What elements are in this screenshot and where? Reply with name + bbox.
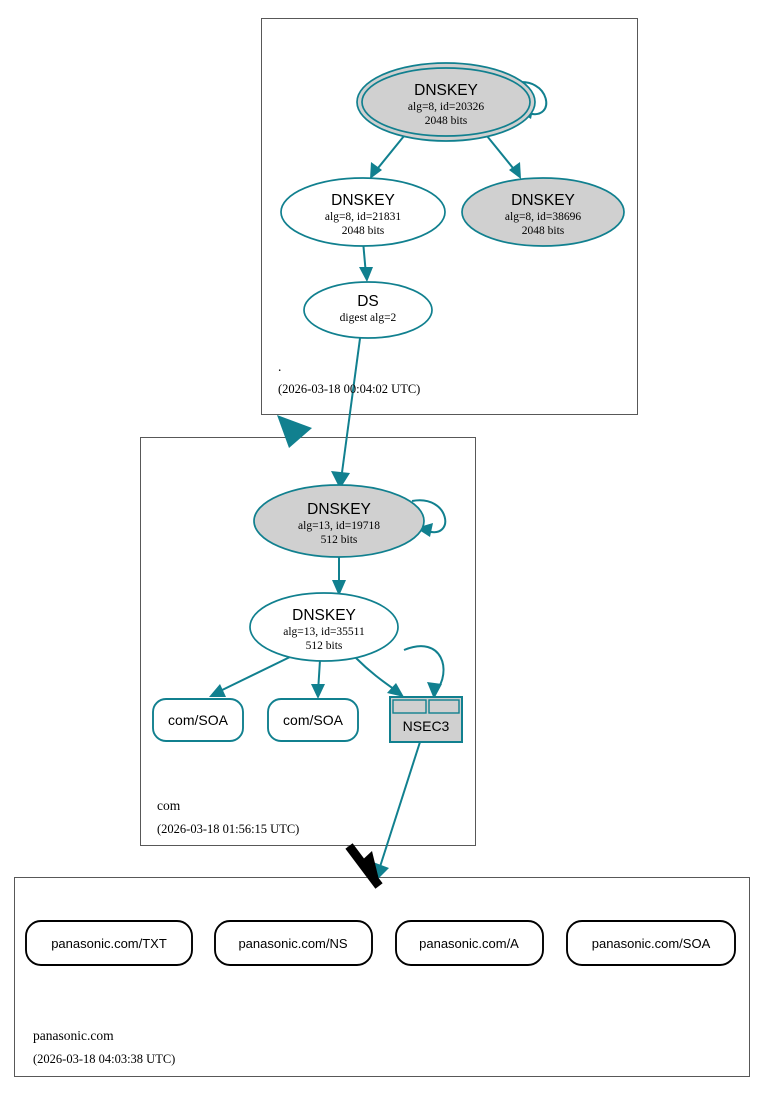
node-size: 512 bits bbox=[321, 534, 358, 546]
edge-ds-to-com-ksk bbox=[331, 330, 362, 489]
rrset-label: panasonic.com/NS bbox=[238, 936, 347, 951]
edge-com-ksk-to-nsec3-right bbox=[403, 645, 445, 699]
edge-com-zsk-to-nsec3-left bbox=[355, 657, 404, 697]
node-size: 2048 bits bbox=[425, 115, 468, 127]
node-title: DNSKEY bbox=[292, 607, 356, 624]
rrset-panasonic-ns[interactable]: panasonic.com/NS bbox=[214, 920, 373, 966]
node-title: DNSKEY bbox=[307, 501, 371, 518]
nsec3-cell-right bbox=[428, 699, 460, 714]
node-params: alg=13, id=19718 bbox=[298, 520, 380, 532]
edge-zone-delegation-root-to-com bbox=[277, 415, 312, 448]
node-params: alg=8, id=38696 bbox=[505, 211, 581, 223]
edge-com-ksk-to-zsk bbox=[332, 556, 346, 596]
node-ellipse bbox=[249, 592, 399, 662]
zone-timestamp-root: (2026-03-18 00:04:02 UTC) bbox=[278, 382, 420, 396]
rrset-com-nsec3[interactable]: NSEC3 bbox=[389, 696, 463, 743]
edge-zone-delegation-com-to-panasonic bbox=[345, 843, 383, 889]
zone-timestamp-com: (2026-03-18 01:56:15 UTC) bbox=[157, 822, 299, 836]
rrset-label: com/SOA bbox=[168, 712, 229, 728]
rrset-panasonic-soa[interactable]: panasonic.com/SOA bbox=[566, 920, 736, 966]
rrset-label: panasonic.com/SOA bbox=[592, 936, 711, 951]
node-params: alg=8, id=21831 bbox=[325, 211, 401, 223]
rrset-label: panasonic.com/A bbox=[419, 936, 519, 951]
node-title: DS bbox=[357, 293, 379, 310]
trust-anchor-inner-ellipse bbox=[361, 67, 531, 137]
node-title: DNSKEY bbox=[511, 192, 575, 209]
node-size: 512 bits bbox=[306, 640, 343, 652]
node-ellipse bbox=[303, 281, 433, 339]
zone-label-panasonic: panasonic.com bbox=[33, 1028, 114, 1043]
node-dnskey-com-zsk-35511[interactable]: DNSKEY alg=13, id=35511 512 bits bbox=[249, 592, 399, 662]
node-ellipse bbox=[280, 177, 446, 247]
rrset-shape bbox=[25, 920, 193, 966]
node-dnskey-com-ksk-19718[interactable]: DNSKEY alg=13, id=19718 512 bits bbox=[253, 484, 425, 558]
rrset-shape bbox=[214, 920, 373, 966]
zone-label-com: com bbox=[157, 798, 181, 813]
node-size: 2048 bits bbox=[342, 225, 385, 237]
edge-com-zsk-to-soa1 bbox=[209, 655, 293, 697]
node-dnskey-root-zsk-38696[interactable]: DNSKEY alg=8, id=38696 2048 bits bbox=[461, 177, 625, 247]
node-ellipse bbox=[461, 177, 625, 247]
rrset-label: panasonic.com/TXT bbox=[51, 936, 167, 951]
node-dnskey-root-ksk-20326[interactable]: DNSKEY alg=8, id=20326 2048 bits bbox=[356, 62, 536, 142]
node-params: alg=13, id=35511 bbox=[283, 626, 365, 638]
rrset-com-soa-2[interactable]: com/SOA bbox=[267, 698, 359, 742]
rrset-shape bbox=[395, 920, 544, 966]
node-ellipse bbox=[253, 484, 425, 558]
rrset-label: NSEC3 bbox=[403, 718, 450, 734]
node-params: alg=8, id=20326 bbox=[408, 101, 484, 113]
zone-timestamp-panasonic: (2026-03-18 04:03:38 UTC) bbox=[33, 1052, 175, 1066]
node-title: DNSKEY bbox=[331, 192, 395, 209]
node-size: 2048 bits bbox=[522, 225, 565, 237]
rrset-com-soa-1[interactable]: com/SOA bbox=[152, 698, 244, 742]
node-params: digest alg=2 bbox=[340, 312, 397, 324]
node-dnskey-root-zsk-21831[interactable]: DNSKEY alg=8, id=21831 2048 bits bbox=[280, 177, 446, 247]
node-ds-root[interactable]: DS digest alg=2 bbox=[303, 281, 433, 339]
zone-label-root: . bbox=[278, 359, 281, 374]
rrset-panasonic-txt[interactable]: panasonic.com/TXT bbox=[25, 920, 193, 966]
rrset-panasonic-a[interactable]: panasonic.com/A bbox=[395, 920, 544, 966]
node-title: DNSKEY bbox=[414, 82, 478, 99]
rrset-label: com/SOA bbox=[283, 712, 344, 728]
edge-root-ksk-to-zsk38696 bbox=[486, 135, 521, 179]
nsec3-cell-left bbox=[392, 699, 427, 714]
edge-com-zsk-to-soa2 bbox=[311, 659, 325, 699]
edge-com-ksk-self-sign bbox=[411, 499, 447, 537]
rrset-shape bbox=[267, 698, 359, 742]
rrset-shape bbox=[152, 698, 244, 742]
zone-box-panasonic bbox=[14, 877, 750, 1077]
edge-root-ksk-to-zsk21831 bbox=[370, 135, 405, 179]
rrset-shape bbox=[566, 920, 736, 966]
